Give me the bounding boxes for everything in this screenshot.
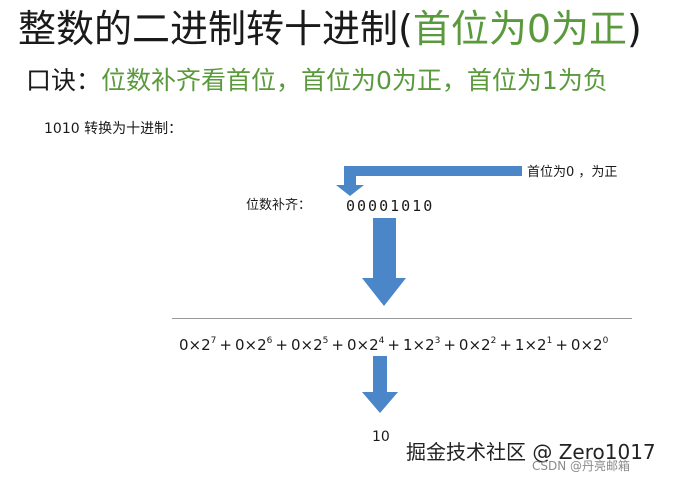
term-base: 2 <box>369 336 379 354</box>
term-exponent: 4 <box>378 336 385 346</box>
sign-note: 首位为0 ，为正 <box>527 165 618 180</box>
padded-binary-digits: 00001010 <box>346 197 435 215</box>
title-paren-open: ( <box>398 7 413 51</box>
rule-prefix: 口诀： <box>26 66 102 95</box>
term-coefficient: 1 <box>402 336 413 354</box>
term-coefficient: 0 <box>458 336 469 354</box>
power-term: 1×23 <box>403 336 440 354</box>
term-base: 2 <box>201 336 211 354</box>
times-sign: × <box>244 336 258 354</box>
plus-operator: + <box>443 336 456 354</box>
slide-title: 整数的二进制转十进制(首位为0为正) <box>18 6 642 52</box>
term-base: 2 <box>257 336 267 354</box>
power-term: 0×26 <box>235 336 272 354</box>
bent-arrow-icon <box>336 166 522 196</box>
mnemonic-rule: 口诀：位数补齐看首位，首位为0为正，首位为1为负 <box>26 64 608 98</box>
term-exponent: 2 <box>490 336 497 346</box>
power-term: 0×25 <box>291 336 328 354</box>
term-coefficient: 0 <box>290 336 301 354</box>
juejin-watermark: 掘金技术社区 @ Zero1017 <box>406 440 656 464</box>
term-base: 2 <box>313 336 323 354</box>
term-exponent: 7 <box>210 336 217 346</box>
title-main: 整数的二进制转十进制 <box>18 7 399 51</box>
times-sign: × <box>356 336 370 354</box>
term-coefficient: 0 <box>234 336 245 354</box>
term-exponent: 1 <box>546 336 553 346</box>
term-exponent: 5 <box>322 336 329 346</box>
example-caption: 1010 转换为十进制： <box>44 121 183 137</box>
term-coefficient: 0 <box>179 336 189 354</box>
rule-text: 位数补齐看首位，首位为0为正，首位为1为负 <box>101 66 608 95</box>
plus-operator: + <box>331 336 344 354</box>
term-base: 2 <box>481 336 491 354</box>
decimal-result: 10 <box>372 429 390 445</box>
times-sign: × <box>468 336 482 354</box>
power-term: 0×24 <box>347 336 384 354</box>
plus-operator: + <box>387 336 400 354</box>
down-arrow-large-icon <box>362 218 406 306</box>
times-sign: × <box>300 336 314 354</box>
term-coefficient: 0 <box>346 336 357 354</box>
csdn-watermark: CSDN @丹亮邮箱 <box>532 459 631 473</box>
times-sign: × <box>188 336 202 354</box>
title-paren-close: ) <box>627 7 642 51</box>
times-sign: × <box>524 336 538 354</box>
power-expansion: 0×27+0×26+0×25+0×24+1×23+0×22+1×21+0×20 <box>179 330 608 356</box>
plus-operator: + <box>275 336 288 354</box>
term-exponent: 6 <box>266 336 273 346</box>
plus-operator: + <box>499 336 512 354</box>
term-exponent: 3 <box>434 336 441 346</box>
term-exponent: 0 <box>602 336 609 346</box>
plus-operator: + <box>219 336 232 354</box>
power-term: 1×21 <box>515 336 552 354</box>
term-coefficient: 0 <box>570 336 581 354</box>
separator-line <box>172 318 632 319</box>
term-coefficient: 1 <box>514 336 525 354</box>
power-term: 0×20 <box>571 336 608 354</box>
power-term: 0×27 <box>179 336 216 354</box>
padding-label: 位数补齐： <box>246 198 312 213</box>
term-base: 2 <box>593 336 603 354</box>
term-base: 2 <box>537 336 547 354</box>
plus-operator: + <box>555 336 568 354</box>
term-base: 2 <box>425 336 435 354</box>
times-sign: × <box>580 336 594 354</box>
title-highlight: 首位为0为正 <box>412 7 628 51</box>
power-term: 0×22 <box>459 336 496 354</box>
times-sign: × <box>412 336 426 354</box>
down-arrow-small-icon <box>362 356 398 413</box>
